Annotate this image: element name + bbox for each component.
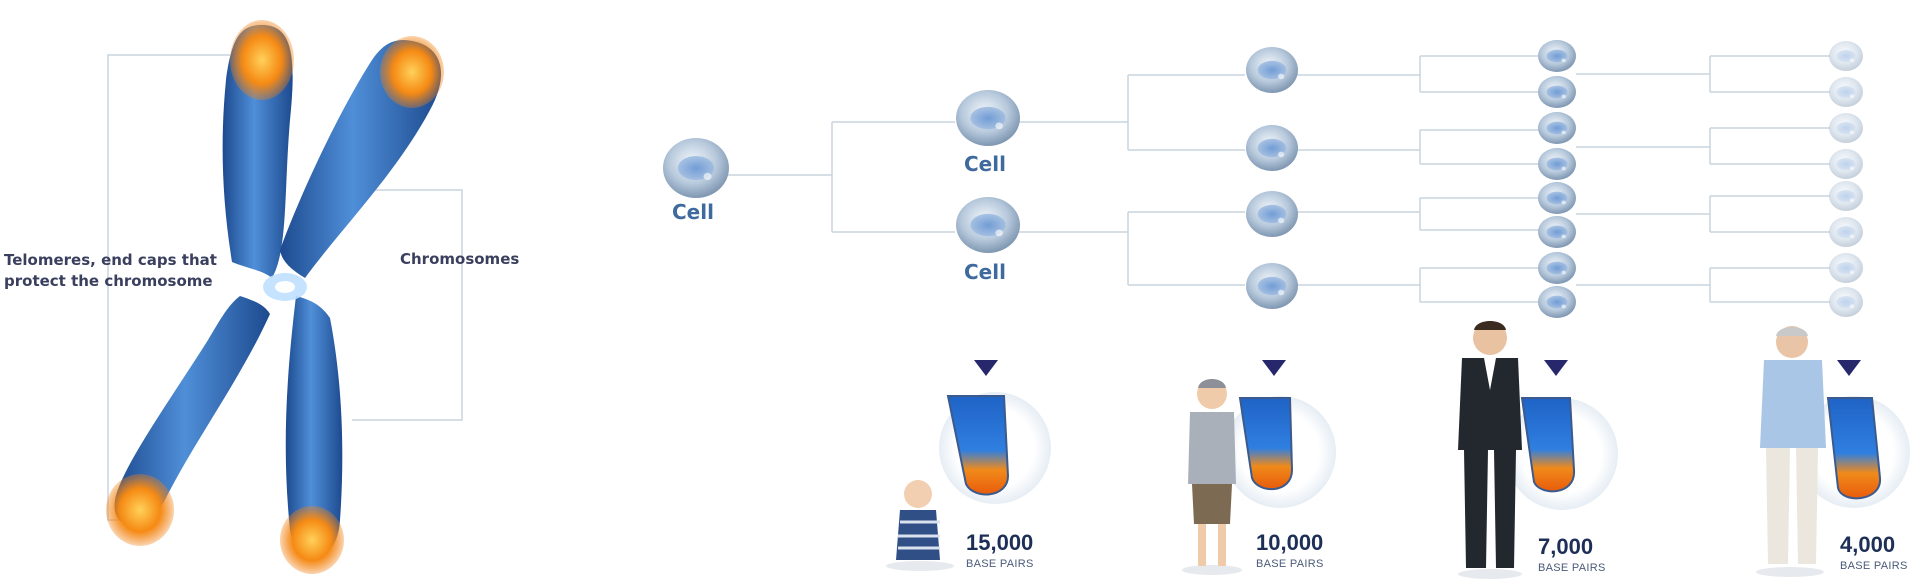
telomere-caps [106, 20, 444, 574]
cell-label-gen0: Cell [672, 200, 714, 224]
down-arrow-marker [1262, 360, 1286, 376]
cell-gen1-bottom [956, 197, 1020, 253]
cell-label-gen1-top: Cell [964, 152, 1006, 176]
base-pairs-value-adult: 7,000 [1538, 534, 1594, 559]
base-pairs-value-baby: 15,000 [966, 530, 1034, 555]
child-figure [1182, 379, 1242, 575]
base-pairs-value-elderly: 4,000 [1840, 532, 1896, 557]
cell-label-gen1-bottom: Cell [964, 260, 1006, 284]
stage-baby [886, 360, 1051, 571]
base-pairs-unit-elderly: BASE PAIRS [1840, 560, 1908, 572]
down-arrow-marker [974, 360, 998, 376]
telomere-tip [946, 395, 1010, 496]
cell-gen0 [663, 138, 729, 198]
cell-gen3 [1538, 40, 1576, 318]
chromosome-illustration [106, 20, 463, 574]
cell-gen1-top [956, 90, 1020, 146]
adult-figure [1458, 321, 1522, 579]
stage-adult [1458, 321, 1618, 579]
baby-figure [886, 480, 954, 571]
telomere-tip [1520, 397, 1576, 493]
chromosome-label: Chromosomes [400, 250, 520, 268]
down-arrow-marker [1544, 360, 1568, 376]
cell-division-tree [663, 40, 1863, 318]
base-pairs-value-child: 10,000 [1256, 530, 1324, 555]
elderly-figure [1756, 326, 1826, 577]
base-pairs-unit-adult: BASE PAIRS [1538, 562, 1606, 574]
tree-connector-lines [728, 55, 1830, 303]
cell-gen2 [1246, 47, 1298, 309]
base-pairs-unit-child: BASE PAIRS [1256, 558, 1324, 570]
telomere-label-line2: protect the chromosome [4, 272, 213, 290]
down-arrow-marker [1837, 360, 1861, 376]
telomere-label: Telomeres, end caps that protect the chr… [4, 250, 217, 292]
telomere-tip [1238, 397, 1294, 491]
base-pairs-unit-baby: BASE PAIRS [966, 558, 1034, 570]
telomere-tip [1826, 397, 1882, 500]
stage-elderly [1756, 326, 1910, 577]
chromosome-bracket [352, 189, 463, 421]
stage-child [1182, 360, 1336, 575]
telomere-label-line1: Telomeres, end caps that [4, 251, 217, 269]
cell-gen4 [1829, 41, 1863, 317]
